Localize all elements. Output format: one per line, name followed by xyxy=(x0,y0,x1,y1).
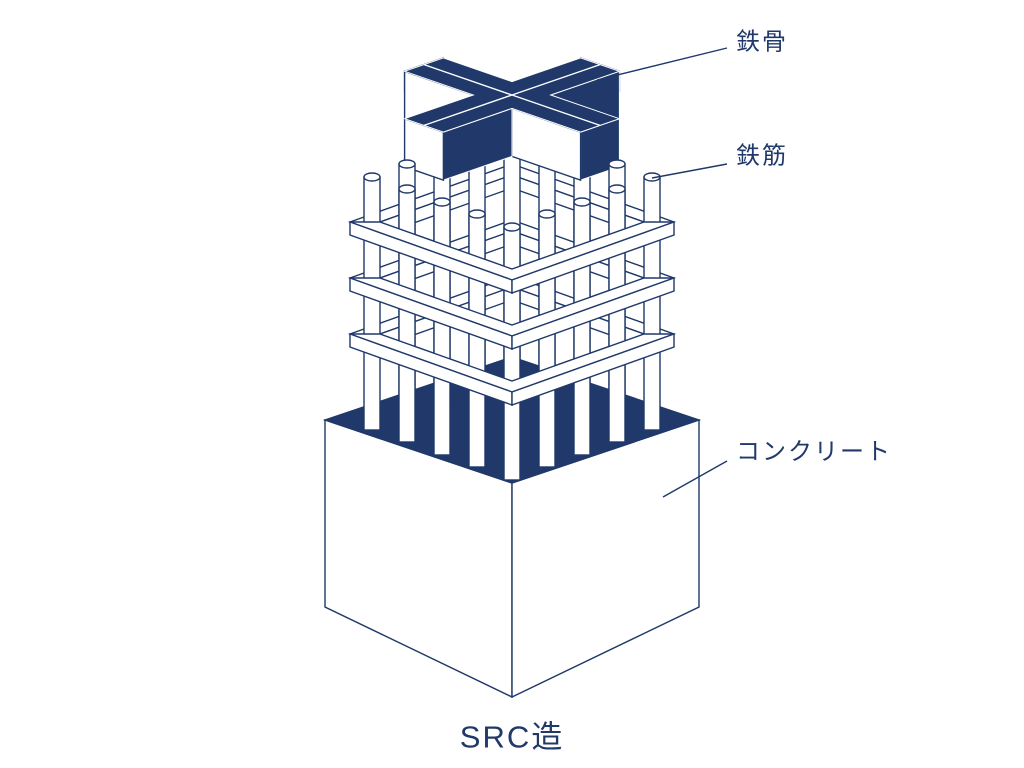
steel-web-lines xyxy=(423,63,601,127)
label-concrete: コンクリート xyxy=(736,439,892,466)
rebar-rod xyxy=(503,222,521,481)
callout-lines xyxy=(596,47,728,498)
diagram-title: SRC造 xyxy=(460,720,564,755)
steel-frame xyxy=(403,56,621,182)
label-rebar: 鉄筋 xyxy=(736,143,788,170)
label-steel-frame: 鉄骨 xyxy=(736,29,788,56)
callout-labels: 鉄骨 鉄筋 コンクリート xyxy=(736,29,892,466)
leader-line-steel-frame xyxy=(596,47,728,81)
leader-line-rebar xyxy=(651,163,728,179)
leader-line-concrete xyxy=(662,460,728,498)
